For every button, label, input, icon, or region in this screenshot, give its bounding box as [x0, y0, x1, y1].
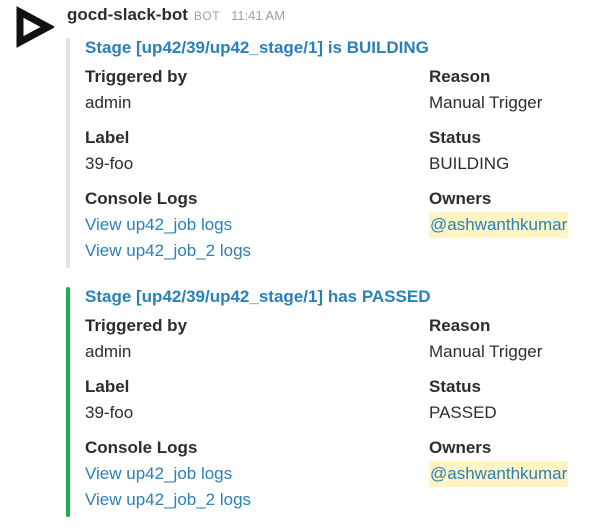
field-triggered-by: Triggered by admin	[85, 313, 187, 365]
log-link-up42-job[interactable]: View up42_job logs	[85, 215, 233, 234]
field-title: Console Logs	[85, 438, 198, 457]
bot-avatar[interactable]	[12, 6, 54, 48]
attachment-building: Stage [up42/39/up42_stage/1] is BUILDING…	[66, 38, 586, 268]
message-header: gocd-slack-bot BOT 11:41 AM	[67, 5, 285, 29]
gocd-play-icon	[16, 6, 54, 48]
field-status: Status PASSED	[429, 374, 497, 426]
field-console-logs: Console Logs View up42_job logs View up4…	[85, 435, 251, 513]
field-value: admin	[85, 93, 132, 112]
field-status: Status BUILDING	[429, 125, 509, 177]
field-value: 39-foo	[85, 403, 134, 422]
field-owners: Owners @ashwanthkumar	[429, 435, 569, 487]
message-timestamp[interactable]: 11:41 AM	[231, 8, 286, 23]
status-value: PASSED	[429, 403, 497, 422]
attachment-passed: Stage [up42/39/up42_stage/1] has PASSED …	[66, 287, 586, 517]
attachment-color-bar	[66, 287, 70, 517]
status-value: BUILDING	[429, 154, 510, 173]
field-title: Owners	[429, 189, 492, 208]
field-console-logs: Console Logs View up42_job logs View up4…	[85, 186, 251, 264]
field-title: Label	[85, 377, 130, 396]
field-value: admin	[85, 342, 132, 361]
attachment-title[interactable]: Stage [up42/39/up42_stage/1] is BUILDING	[85, 38, 429, 57]
field-value: Manual Trigger	[429, 93, 543, 112]
owner-mention[interactable]: @ashwanthkumar	[429, 461, 569, 487]
field-reason: Reason Manual Trigger	[429, 64, 542, 116]
field-value: 39-foo	[85, 154, 134, 173]
field-owners: Owners @ashwanthkumar	[429, 186, 569, 238]
field-title: Reason	[429, 67, 491, 86]
field-label: Label 39-foo	[85, 125, 133, 177]
field-title: Triggered by	[85, 67, 188, 86]
attachment-color-bar	[66, 38, 70, 268]
field-title: Owners	[429, 438, 492, 457]
owner-mention[interactable]: @ashwanthkumar	[429, 212, 569, 238]
field-title: Label	[85, 128, 130, 147]
field-title: Status	[429, 128, 481, 147]
attachment-title[interactable]: Stage [up42/39/up42_stage/1] has PASSED	[85, 287, 431, 306]
log-link-up42-job-2[interactable]: View up42_job_2 logs	[85, 241, 252, 260]
log-link-up42-job-2[interactable]: View up42_job_2 logs	[85, 490, 252, 509]
field-title: Console Logs	[85, 189, 198, 208]
field-label: Label 39-foo	[85, 374, 133, 426]
bot-badge: BOT	[193, 9, 221, 23]
bot-name[interactable]: gocd-slack-bot	[67, 5, 188, 24]
field-value: Manual Trigger	[429, 342, 543, 361]
field-title: Reason	[429, 316, 491, 335]
field-title: Triggered by	[85, 316, 188, 335]
field-triggered-by: Triggered by admin	[85, 64, 187, 116]
field-reason: Reason Manual Trigger	[429, 313, 542, 365]
log-link-up42-job[interactable]: View up42_job logs	[85, 464, 233, 483]
field-title: Status	[429, 377, 481, 396]
